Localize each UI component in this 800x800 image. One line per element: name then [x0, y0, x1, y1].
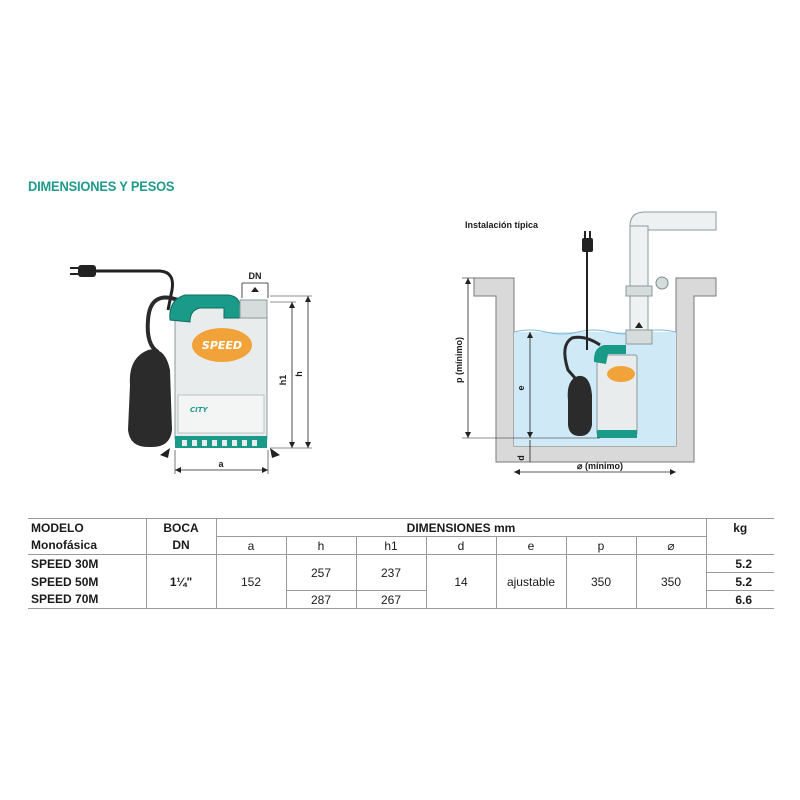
dimensions-table: MODELO BOCA DIMENSIONES mm kg Monofásica…: [28, 518, 774, 609]
section-title: DIMENSIONES Y PESOS: [28, 178, 175, 194]
cell-kg: 5.2: [705, 572, 774, 591]
installation-pump: [593, 345, 638, 438]
cell-kg: 6.6: [705, 590, 774, 609]
header-col-diam: ⌀: [636, 536, 706, 555]
cell-h1-bottom: 267: [356, 590, 427, 609]
installation-label: Instalación típica: [465, 220, 539, 230]
discharge-pipe: [625, 211, 717, 345]
cell-e: ajustable: [496, 554, 567, 609]
header-dn: DN: [145, 536, 217, 555]
dim-e-label: e: [516, 385, 526, 390]
table-row: SPEED 30M 1¼" 152 257 237 14 ajustable 3…: [28, 554, 774, 609]
pump-subbrand-label: CITY: [190, 406, 209, 414]
power-plug-icon: [70, 265, 96, 277]
cell-h1-top: 237: [356, 554, 427, 591]
dim-d-label: d: [516, 455, 526, 461]
installation-figure: p (mínimo) e d ⌀ (mínimo): [454, 211, 717, 475]
header-col-e: e: [496, 536, 567, 555]
cell-dn: 1¼": [145, 554, 217, 609]
dim-h-label: h: [294, 371, 304, 377]
header-col-a: a: [216, 536, 287, 555]
pump-brand-label: SPEED: [202, 339, 242, 352]
float-switch: [128, 349, 172, 448]
header-modelo: MODELO: [28, 518, 146, 537]
dim-a-label: a: [218, 459, 224, 469]
header-col-d: d: [426, 536, 497, 555]
dim-p-label: p (mínimo): [454, 337, 464, 383]
float-cable: [145, 295, 179, 354]
table-header-row-2: Monofásica DN a h h1 d e p ⌀: [28, 536, 774, 555]
header-monofasica: Monofásica: [28, 536, 146, 555]
header-dimensiones: DIMENSIONES mm: [216, 518, 706, 537]
dim-diam-label: ⌀ (mínimo): [577, 461, 623, 471]
water-area: [514, 332, 676, 446]
model-name: SPEED 50M: [31, 574, 99, 589]
installation-float-switch: [567, 375, 592, 436]
dim-h1-label: h1: [278, 375, 288, 386]
header-col-p: p: [566, 536, 637, 555]
cell-h-top: 257: [286, 554, 357, 591]
model-name: SPEED 70M: [28, 590, 146, 609]
installation-plug-icon: [582, 231, 593, 252]
header-kg: kg: [705, 518, 774, 537]
header-col-h1: h1: [356, 536, 427, 555]
table-row: SPEED 50M 5.2: [28, 572, 774, 591]
cell-h-bottom: 287: [286, 590, 357, 609]
pump-body: SPEED CITY: [169, 294, 268, 448]
cell-p: 350: [566, 554, 637, 609]
cell-a: 152: [216, 554, 287, 609]
header-boca: BOCA: [145, 518, 217, 537]
cell-diam: 350: [636, 554, 706, 609]
power-cable: [96, 269, 174, 311]
table-header-row-1: MODELO BOCA DIMENSIONES mm kg: [28, 518, 774, 537]
header-col-h: h: [286, 536, 357, 555]
cell-d: 14: [426, 554, 497, 609]
table-row: SPEED 70M 287 267 6.6: [28, 590, 774, 609]
cell-kg: 5.2: [705, 554, 774, 573]
foot-arrow-right-icon: [270, 448, 280, 458]
model-name: SPEED 30M: [31, 556, 99, 571]
dim-dn-label: DN: [249, 271, 262, 281]
pump-dimension-figure: SPEED CITY DN a h1 h: [70, 265, 312, 474]
foot-arrow-left-icon: [160, 448, 170, 458]
